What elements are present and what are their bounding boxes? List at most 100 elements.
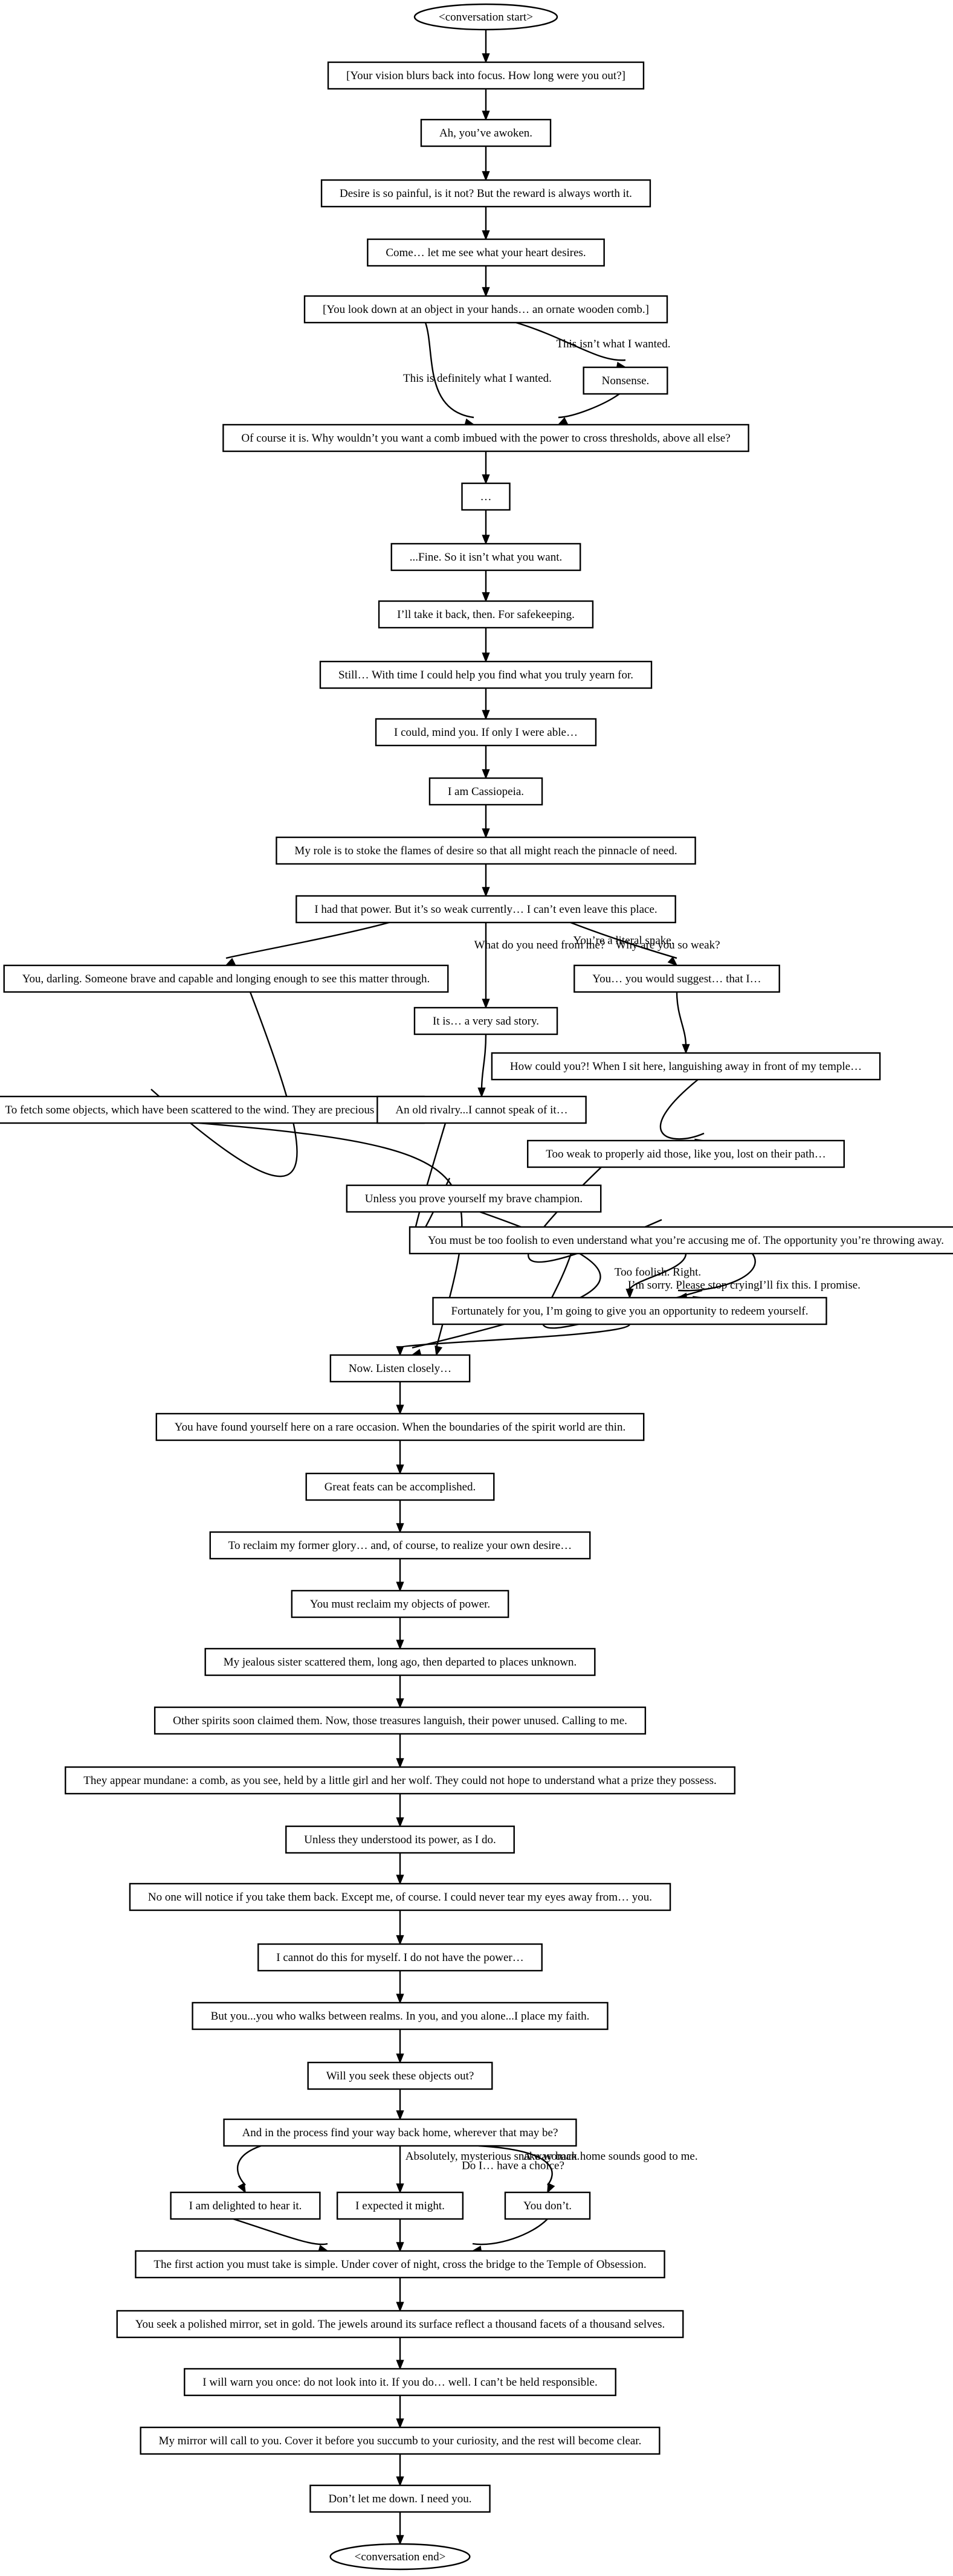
edge-line (199, 1122, 463, 1348)
node-box (491, 1052, 881, 1081)
edge-arrow (482, 146, 490, 182)
arrowhead (396, 1640, 404, 1650)
node-box (336, 2191, 464, 2220)
dialogue-node: I had that power. But it’s so weak curre… (296, 895, 676, 924)
node-text: Too weak to properly aid those, like you… (546, 1148, 826, 1161)
node-box (184, 2368, 616, 2397)
arrowhead (482, 474, 490, 485)
dialogue-node: I cannot do this for myself. I do not ha… (257, 1943, 543, 1972)
node-text: I am Cassiopeia. (448, 785, 524, 798)
edge-line (677, 1253, 756, 1292)
edge-arrow (482, 89, 490, 121)
edge-arrow (396, 1971, 404, 2004)
node-text: I expected it might. (355, 2200, 445, 2212)
dialogue-node: I’ll take it back, then. For safekeeping… (378, 600, 594, 629)
arrowhead (396, 1698, 404, 1709)
node-box (583, 366, 668, 395)
arrowhead (396, 2476, 404, 2487)
dialogue-node: I will warn you once: do not look into i… (184, 2368, 616, 2397)
dialogue-node: To fetch some objects, which have been s… (0, 1095, 425, 1124)
node-box (329, 1354, 471, 1383)
edge-arrow (396, 2089, 404, 2121)
arrowhead (482, 535, 490, 546)
node-text: They appear mundane: a comb, as you see,… (83, 1774, 717, 1787)
dialogue-node: Unless you prove yourself my brave champ… (346, 1184, 602, 1213)
arrowhead (482, 769, 490, 780)
node-text: I am delighted to hear it. (189, 2200, 302, 2212)
dialogue-node: Still… With time I could help you find w… (319, 660, 653, 689)
arrowhead (396, 2535, 404, 2546)
dialogue-node: You… you would suggest… that I… (573, 964, 780, 993)
node-text: ...Fine. So it isn’t what you want. (410, 551, 562, 564)
edge-arrow: Absolutely, mysterious snake woman. (236, 2145, 580, 2194)
node-text: How could you?! When I sit here, languis… (510, 1060, 862, 1073)
dialogue-node: It is… a very sad story. (413, 1006, 558, 1035)
node-box (378, 600, 594, 629)
arrowhead (482, 171, 490, 182)
dialogue-node: Great feats can be accomplished. (305, 1472, 495, 1501)
edge-arrow (482, 628, 490, 663)
node-text: You don’t. (523, 2200, 572, 2212)
node-text: … (480, 491, 492, 503)
edge-line (478, 2145, 553, 2186)
edge-label: Too foolish. Right. (615, 1266, 701, 1279)
edge-arrow (396, 1559, 404, 1592)
edge-arrow: This is definitely what I wanted. (403, 322, 552, 427)
edge-arrow (482, 864, 490, 898)
dialogue-node: I expected it might. (336, 2191, 464, 2220)
dialogue-node: No one will notice if you take them back… (129, 1882, 671, 1911)
edge-arrow (482, 745, 490, 780)
node-text: You… you would suggest… that I… (592, 973, 761, 985)
edge-arrow (233, 2218, 329, 2253)
node-text: Ah, you’ve awoken. (439, 127, 532, 140)
node-text: To reclaim my former glory… and, of cour… (228, 1539, 572, 1552)
arrowhead (482, 999, 490, 1009)
arrowhead (396, 2110, 404, 2121)
node-box (170, 2191, 321, 2220)
node-box (409, 1226, 953, 1255)
node-box (116, 2310, 684, 2339)
edge-line (424, 322, 474, 419)
dialogue-node: Too weak to properly aid those, like you… (527, 1139, 845, 1168)
edge-line (676, 991, 687, 1046)
arrowhead (396, 2053, 404, 2064)
node-box (155, 1412, 645, 1441)
node-text: You seek a polished mirror, set in gold.… (135, 2318, 665, 2331)
node-box (527, 1139, 845, 1168)
node-text: No one will notice if you take them back… (148, 1891, 652, 1904)
edge-arrow (396, 1500, 404, 1534)
node-box (192, 2001, 609, 2030)
edge-line (659, 1079, 705, 1140)
node-text: Other spirits soon claimed them. Now, th… (173, 1715, 627, 1727)
dialogue-node: How could you?! When I sit here, languis… (491, 1052, 881, 1081)
node-text: I cannot do this for myself. I do not ha… (276, 1951, 523, 1964)
node-text: My mirror will call to you. Cover it bef… (159, 2435, 642, 2447)
node-text: Don’t let me down. I need you. (328, 2493, 471, 2505)
node-box (428, 777, 543, 806)
node-box (420, 118, 552, 147)
edge-arrow (396, 1440, 404, 1475)
dialogue-node: I could, mind you. If only I were able… (375, 718, 597, 747)
edge-label: I’ll fix this. I promise. (759, 1279, 861, 1292)
node-text: Great feats can be accomplished. (325, 1481, 476, 1493)
arrowhead (396, 2418, 404, 2429)
node-text: I’ll take it back, then. For safekeeping… (397, 608, 575, 621)
arrowhead (482, 710, 490, 721)
dialogue-node: Come… let me see what your heart desires… (367, 238, 605, 267)
arrowhead (482, 828, 490, 839)
node-box (285, 1825, 515, 1854)
node-box (573, 964, 780, 993)
edge-label: Do I… have a choice? (462, 2160, 564, 2172)
edge-arrow (471, 2218, 548, 2254)
arrowhead (435, 1345, 443, 1356)
edge-arrow (396, 1382, 404, 1415)
node-box (461, 482, 511, 511)
dialogue-node: My role is to stoke the flames of desire… (276, 836, 696, 865)
edge-arrow (396, 2029, 404, 2064)
node-box (135, 2250, 665, 2279)
node-text: It is… a very sad story. (433, 1015, 539, 1028)
node-box (0, 1095, 425, 1124)
arrowhead (547, 2182, 555, 2194)
node-text: You must reclaim my objects of power. (310, 1598, 490, 1611)
node-box (222, 423, 749, 452)
